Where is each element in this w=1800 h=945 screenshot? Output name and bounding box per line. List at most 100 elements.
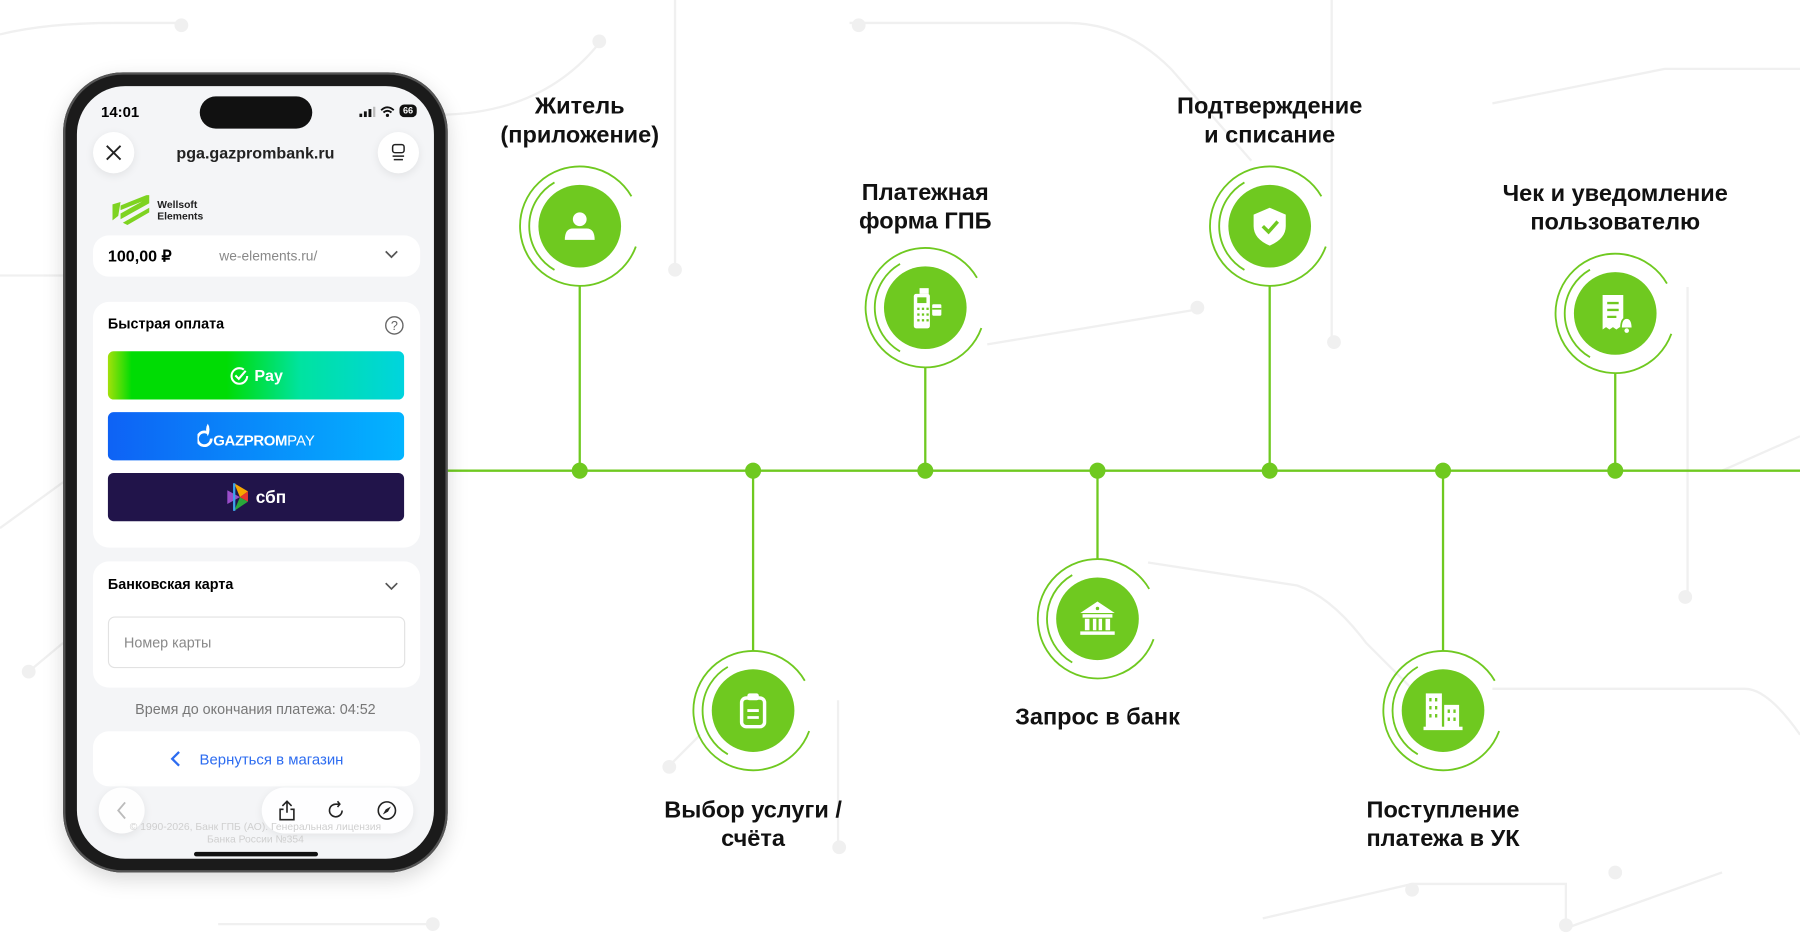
building-icon (1423, 693, 1463, 731)
flow-step (1036, 462, 1155, 680)
flow-step (1554, 252, 1673, 479)
url-bar[interactable]: pga.gazprombank.ru (176, 143, 335, 162)
shield-check-icon (1253, 207, 1286, 246)
inner-ring (528, 181, 555, 271)
user-icon (564, 212, 595, 240)
inner-ring (1046, 574, 1073, 664)
timeline-dot (1435, 462, 1452, 479)
step-label: Подтверждение и списание (1177, 92, 1363, 149)
home-indicator (194, 851, 318, 857)
step-label: Житель (приложение) (500, 92, 660, 149)
footer-line2: Банка России №354 (206, 833, 304, 845)
flow-step (864, 247, 983, 479)
chevron-down-icon[interactable] (385, 582, 399, 591)
timeline-dot (571, 462, 588, 479)
timeline-dot (1607, 462, 1624, 479)
wifi-icon (380, 105, 395, 117)
step-label: Чек и уведомление пользователю (1502, 180, 1728, 236)
timeline-dot (1089, 462, 1106, 479)
payment-timer: Время до окончания платежа: 04:52 (135, 701, 376, 718)
card-number-input[interactable]: Номер карты (107, 616, 406, 669)
merchant-url: we-elements.ru/ (219, 247, 318, 265)
close-button[interactable] (92, 132, 135, 174)
back-to-store-button[interactable]: Вернуться в магазин (92, 731, 421, 787)
quick-pay-section: Быстрая оплата ? Pay GAZPROM PAY сбп (92, 301, 421, 548)
bank-card-title[interactable]: Банковская карта (107, 576, 234, 593)
outer-ring (1554, 252, 1673, 374)
bank-card-section: Банковская карта Номер карты (92, 561, 421, 688)
gazprompay-button[interactable]: GAZPROM PAY (107, 412, 405, 461)
sberpay-check-icon (229, 366, 248, 385)
sberpay-button[interactable]: Pay (107, 351, 405, 400)
chevron-down-icon (385, 250, 398, 259)
dynamic-island (199, 96, 313, 129)
outer-ring (1382, 650, 1500, 772)
sberpay-label: Pay (254, 366, 283, 385)
wellsoft-logo-icon (112, 195, 150, 226)
step-circle (538, 184, 622, 268)
outer-ring (692, 650, 811, 772)
flow-step (1382, 462, 1500, 772)
back-to-store-label: Вернуться в магазин (199, 750, 344, 768)
sbp-label: сбп (255, 487, 287, 507)
order-amount: 100,00 ₽ (107, 246, 172, 266)
bank-icon (1080, 601, 1115, 635)
tabs-icon (391, 143, 405, 161)
reload-icon[interactable] (327, 800, 345, 821)
outer-ring (1036, 558, 1155, 680)
gazprompay-label-b: PAY (287, 431, 315, 449)
sbp-button[interactable]: сбп (107, 472, 405, 522)
flow-step (1209, 165, 1327, 479)
status-time: 14:01 (101, 103, 140, 121)
timeline-dot (1261, 462, 1278, 479)
tabs-button[interactable] (377, 132, 420, 174)
compass-icon[interactable] (377, 800, 398, 821)
chevron-left-icon (170, 751, 180, 767)
close-icon (106, 145, 122, 161)
signal-icon (359, 106, 376, 117)
outer-ring (1209, 165, 1327, 287)
inner-ring (873, 263, 901, 353)
inner-ring (1563, 268, 1591, 358)
logo-line1: Wellsoft (157, 198, 198, 211)
clipboard-icon (739, 693, 767, 729)
browser-back-button[interactable] (98, 787, 145, 834)
footer-copyright: © 1990-2026, Банк ГПБ (АО). Генеральная … (77, 821, 434, 846)
receipt-bell-icon (1602, 295, 1634, 333)
svg-text:?: ? (391, 319, 398, 333)
step-label: Поступление платежа в УК (1366, 796, 1520, 852)
quick-pay-title: Быстрая оплата (107, 315, 225, 332)
outer-ring (864, 247, 983, 369)
inner-ring (1218, 181, 1245, 271)
inner-ring (1391, 666, 1419, 756)
battery-indicator: 66 (399, 104, 417, 118)
pos-terminal-icon (913, 288, 942, 329)
step-label: Запрос в банк (1015, 703, 1180, 731)
order-summary[interactable]: 100,00 ₽ we-elements.ru/ (92, 235, 421, 277)
sbp-logo-icon (227, 483, 248, 511)
footer-line1: © 1990-2026, Банк ГПБ (АО). Генеральная … (129, 820, 382, 833)
timeline-dot (745, 462, 762, 479)
timeline-dot (917, 462, 934, 479)
browser-toolbar (261, 787, 414, 834)
status-icons: 66 (359, 104, 417, 118)
share-icon[interactable] (277, 800, 295, 821)
gazprompay-label-a: GAZPROM (213, 431, 288, 449)
step-label: Выбор услуги / счёта (664, 796, 842, 852)
step-label: Платежная форма ГПБ (858, 179, 992, 235)
card-number-placeholder: Номер карты (123, 634, 212, 651)
flow-step (519, 165, 637, 479)
flow-step (692, 462, 811, 772)
outer-ring (519, 165, 637, 287)
step-circle (1401, 669, 1485, 752)
chevron-left-icon (117, 801, 126, 820)
inner-ring (701, 666, 729, 756)
step-circle (1056, 577, 1139, 661)
help-icon[interactable]: ? (385, 316, 405, 336)
